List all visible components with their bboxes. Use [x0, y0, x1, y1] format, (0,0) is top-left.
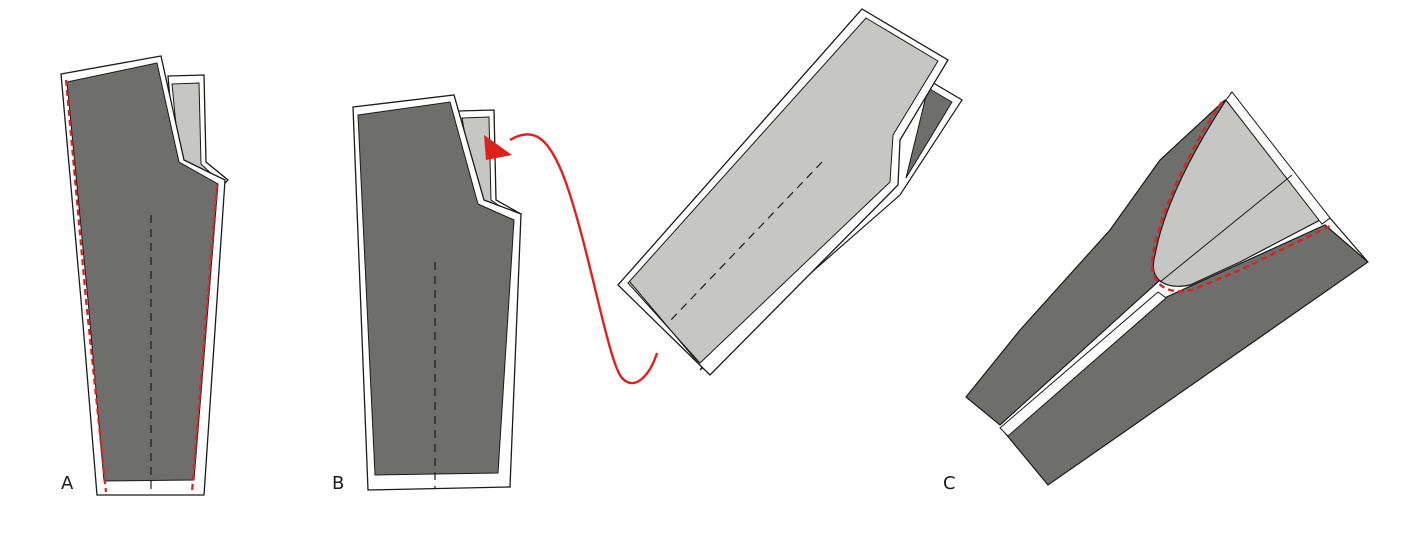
front-piece-fabric [357, 101, 515, 476]
stitch-line-left [64, 79, 108, 493]
crotch-edge-strip [1225, 91, 1331, 225]
turned-leg-piece [617, 8, 963, 376]
stitch-line-right [190, 184, 219, 493]
arrow-head [484, 135, 512, 160]
front-piece-fabric [66, 62, 219, 482]
curved-arrow-icon [484, 133, 659, 385]
grain-line [667, 161, 823, 324]
arrow-shaft [509, 133, 659, 385]
step-c-illustration [965, 91, 1369, 486]
seam-allowance-strip [999, 291, 1167, 437]
leg-fabric [627, 17, 939, 364]
upper-panel-fabric [965, 99, 1226, 426]
underlay-dark-fabric [905, 87, 953, 179]
inner-fold-line [1159, 174, 1293, 283]
step-a-label: A [61, 473, 74, 494]
step-a-illustration [60, 55, 229, 496]
crotch-wrong-side [1152, 98, 1321, 287]
hem-line [629, 281, 701, 366]
step-b-label: B [332, 473, 344, 494]
stitch-line-crotch [1150, 101, 1331, 293]
step-b-illustration [352, 94, 523, 491]
step-c-label: C [943, 473, 956, 494]
